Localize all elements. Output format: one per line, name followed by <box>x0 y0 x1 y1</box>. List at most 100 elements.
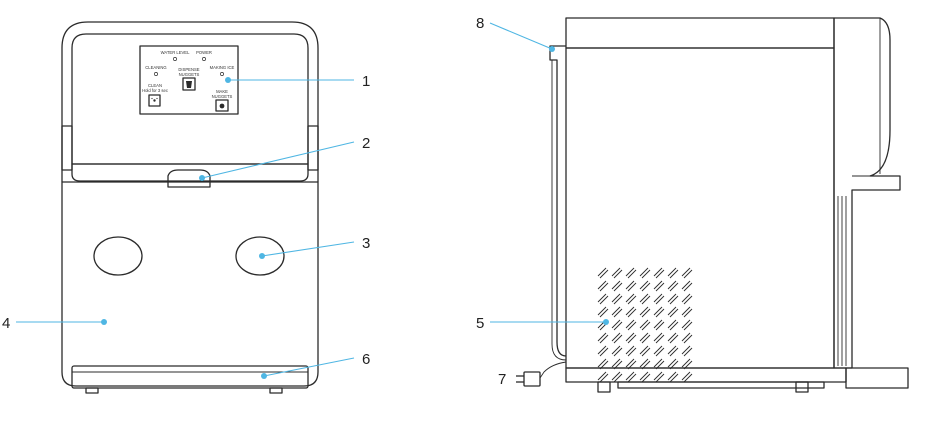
vent-slot <box>667 319 677 329</box>
side-base <box>565 367 847 383</box>
vent-slot <box>683 295 693 305</box>
make-nuggets-button[interactable] <box>215 99 229 112</box>
vent-slot <box>683 373 693 383</box>
vent-slot <box>669 282 679 292</box>
vent-slot <box>597 280 607 290</box>
front-main-body <box>61 181 319 387</box>
front-right-window <box>235 236 285 276</box>
dispense-button[interactable] <box>182 77 196 91</box>
vent-slot <box>597 371 607 381</box>
vent-slot <box>625 306 635 316</box>
vent-slot <box>683 282 693 292</box>
vent-slot <box>599 334 609 344</box>
vent-slot <box>639 332 649 342</box>
vent-slot <box>653 358 663 368</box>
vent-slot <box>627 282 637 292</box>
vent-slot <box>611 267 621 277</box>
vent-slot <box>641 308 651 318</box>
power-plug <box>516 361 567 387</box>
vent-slot <box>683 360 693 370</box>
vent-slot <box>611 293 621 303</box>
led-making-ice <box>220 72 224 76</box>
callout-7: 7 <box>498 371 506 388</box>
vent-slot <box>599 282 609 292</box>
vent-slot <box>667 280 677 290</box>
vent-slot <box>683 334 693 344</box>
vent-slot <box>655 360 665 370</box>
vent-slot <box>655 295 665 305</box>
vent-slot <box>653 280 663 290</box>
vent-slot <box>669 360 679 370</box>
vent-slot <box>639 371 649 381</box>
panel-label-clean: CLEAN <box>148 83 162 88</box>
vent-slot <box>611 345 621 355</box>
callout-6: 6 <box>261 351 370 379</box>
vent-slot <box>639 358 649 368</box>
vent-slot <box>627 321 637 331</box>
vent-slot <box>641 321 651 331</box>
callout-number-8: 8 <box>476 15 484 32</box>
vent-slot <box>639 280 649 290</box>
callout-number-6: 6 <box>362 351 370 368</box>
vent-slot <box>681 371 691 381</box>
vent-slot <box>627 373 637 383</box>
vent-slot <box>611 358 621 368</box>
side-rear-foot <box>597 381 611 393</box>
front-left-window <box>93 236 143 276</box>
side-view <box>516 17 909 393</box>
vent-slot <box>627 295 637 305</box>
make-ice-icon <box>219 103 225 109</box>
front-drip-tray <box>71 365 309 389</box>
vent-slot <box>599 308 609 318</box>
vent-slot <box>613 269 623 279</box>
callout-3: 3 <box>259 235 370 259</box>
vent-slot <box>653 345 663 355</box>
vent-slot <box>639 293 649 303</box>
side-drip-tray <box>845 367 909 389</box>
vent-slot <box>653 267 663 277</box>
vent-slot <box>655 347 665 357</box>
callout-number-4: 4 <box>2 315 10 332</box>
vent-slot <box>625 371 635 381</box>
vent-slot <box>613 360 623 370</box>
front-lid-window <box>71 33 309 165</box>
vent-slot <box>611 371 621 381</box>
vent-slot <box>613 347 623 357</box>
vent-slot <box>681 306 691 316</box>
vent-slot <box>681 293 691 303</box>
vent-slot <box>599 295 609 305</box>
vent-slot <box>599 360 609 370</box>
vent-slot <box>625 345 635 355</box>
vent-slot <box>597 332 607 342</box>
vent-slot <box>597 306 607 316</box>
vent-slot <box>655 334 665 344</box>
callout-5: 5 <box>476 315 609 332</box>
clean-spray-icon <box>151 97 158 102</box>
vent-slot <box>669 321 679 331</box>
vent-slot <box>667 332 677 342</box>
vent-slot <box>641 334 651 344</box>
front-top-housing <box>61 21 319 182</box>
panel-label-dispense: DISPENSE <box>178 67 199 72</box>
side-front-section <box>833 17 901 369</box>
vent-slot <box>681 319 691 329</box>
panel-label-water-level: WATER LEVEL <box>161 50 191 55</box>
vent-slot <box>625 280 635 290</box>
side-top-lid <box>565 17 835 49</box>
panel-label-make-nuggets: NUGGETS <box>212 94 233 99</box>
vent-slot <box>681 358 691 368</box>
vent-slot <box>641 282 651 292</box>
vent-slot <box>625 267 635 277</box>
vent-slot <box>613 282 623 292</box>
callout-number-5: 5 <box>476 315 484 332</box>
vent-slot <box>683 269 693 279</box>
callout-2: 2 <box>199 135 370 181</box>
vent-slot <box>613 334 623 344</box>
vent-slot <box>641 347 651 357</box>
vent-slot <box>653 332 663 342</box>
side-vent-grid <box>597 267 693 383</box>
vent-slot <box>597 267 607 277</box>
clean-button[interactable] <box>148 94 161 107</box>
vent-slot <box>681 267 691 277</box>
